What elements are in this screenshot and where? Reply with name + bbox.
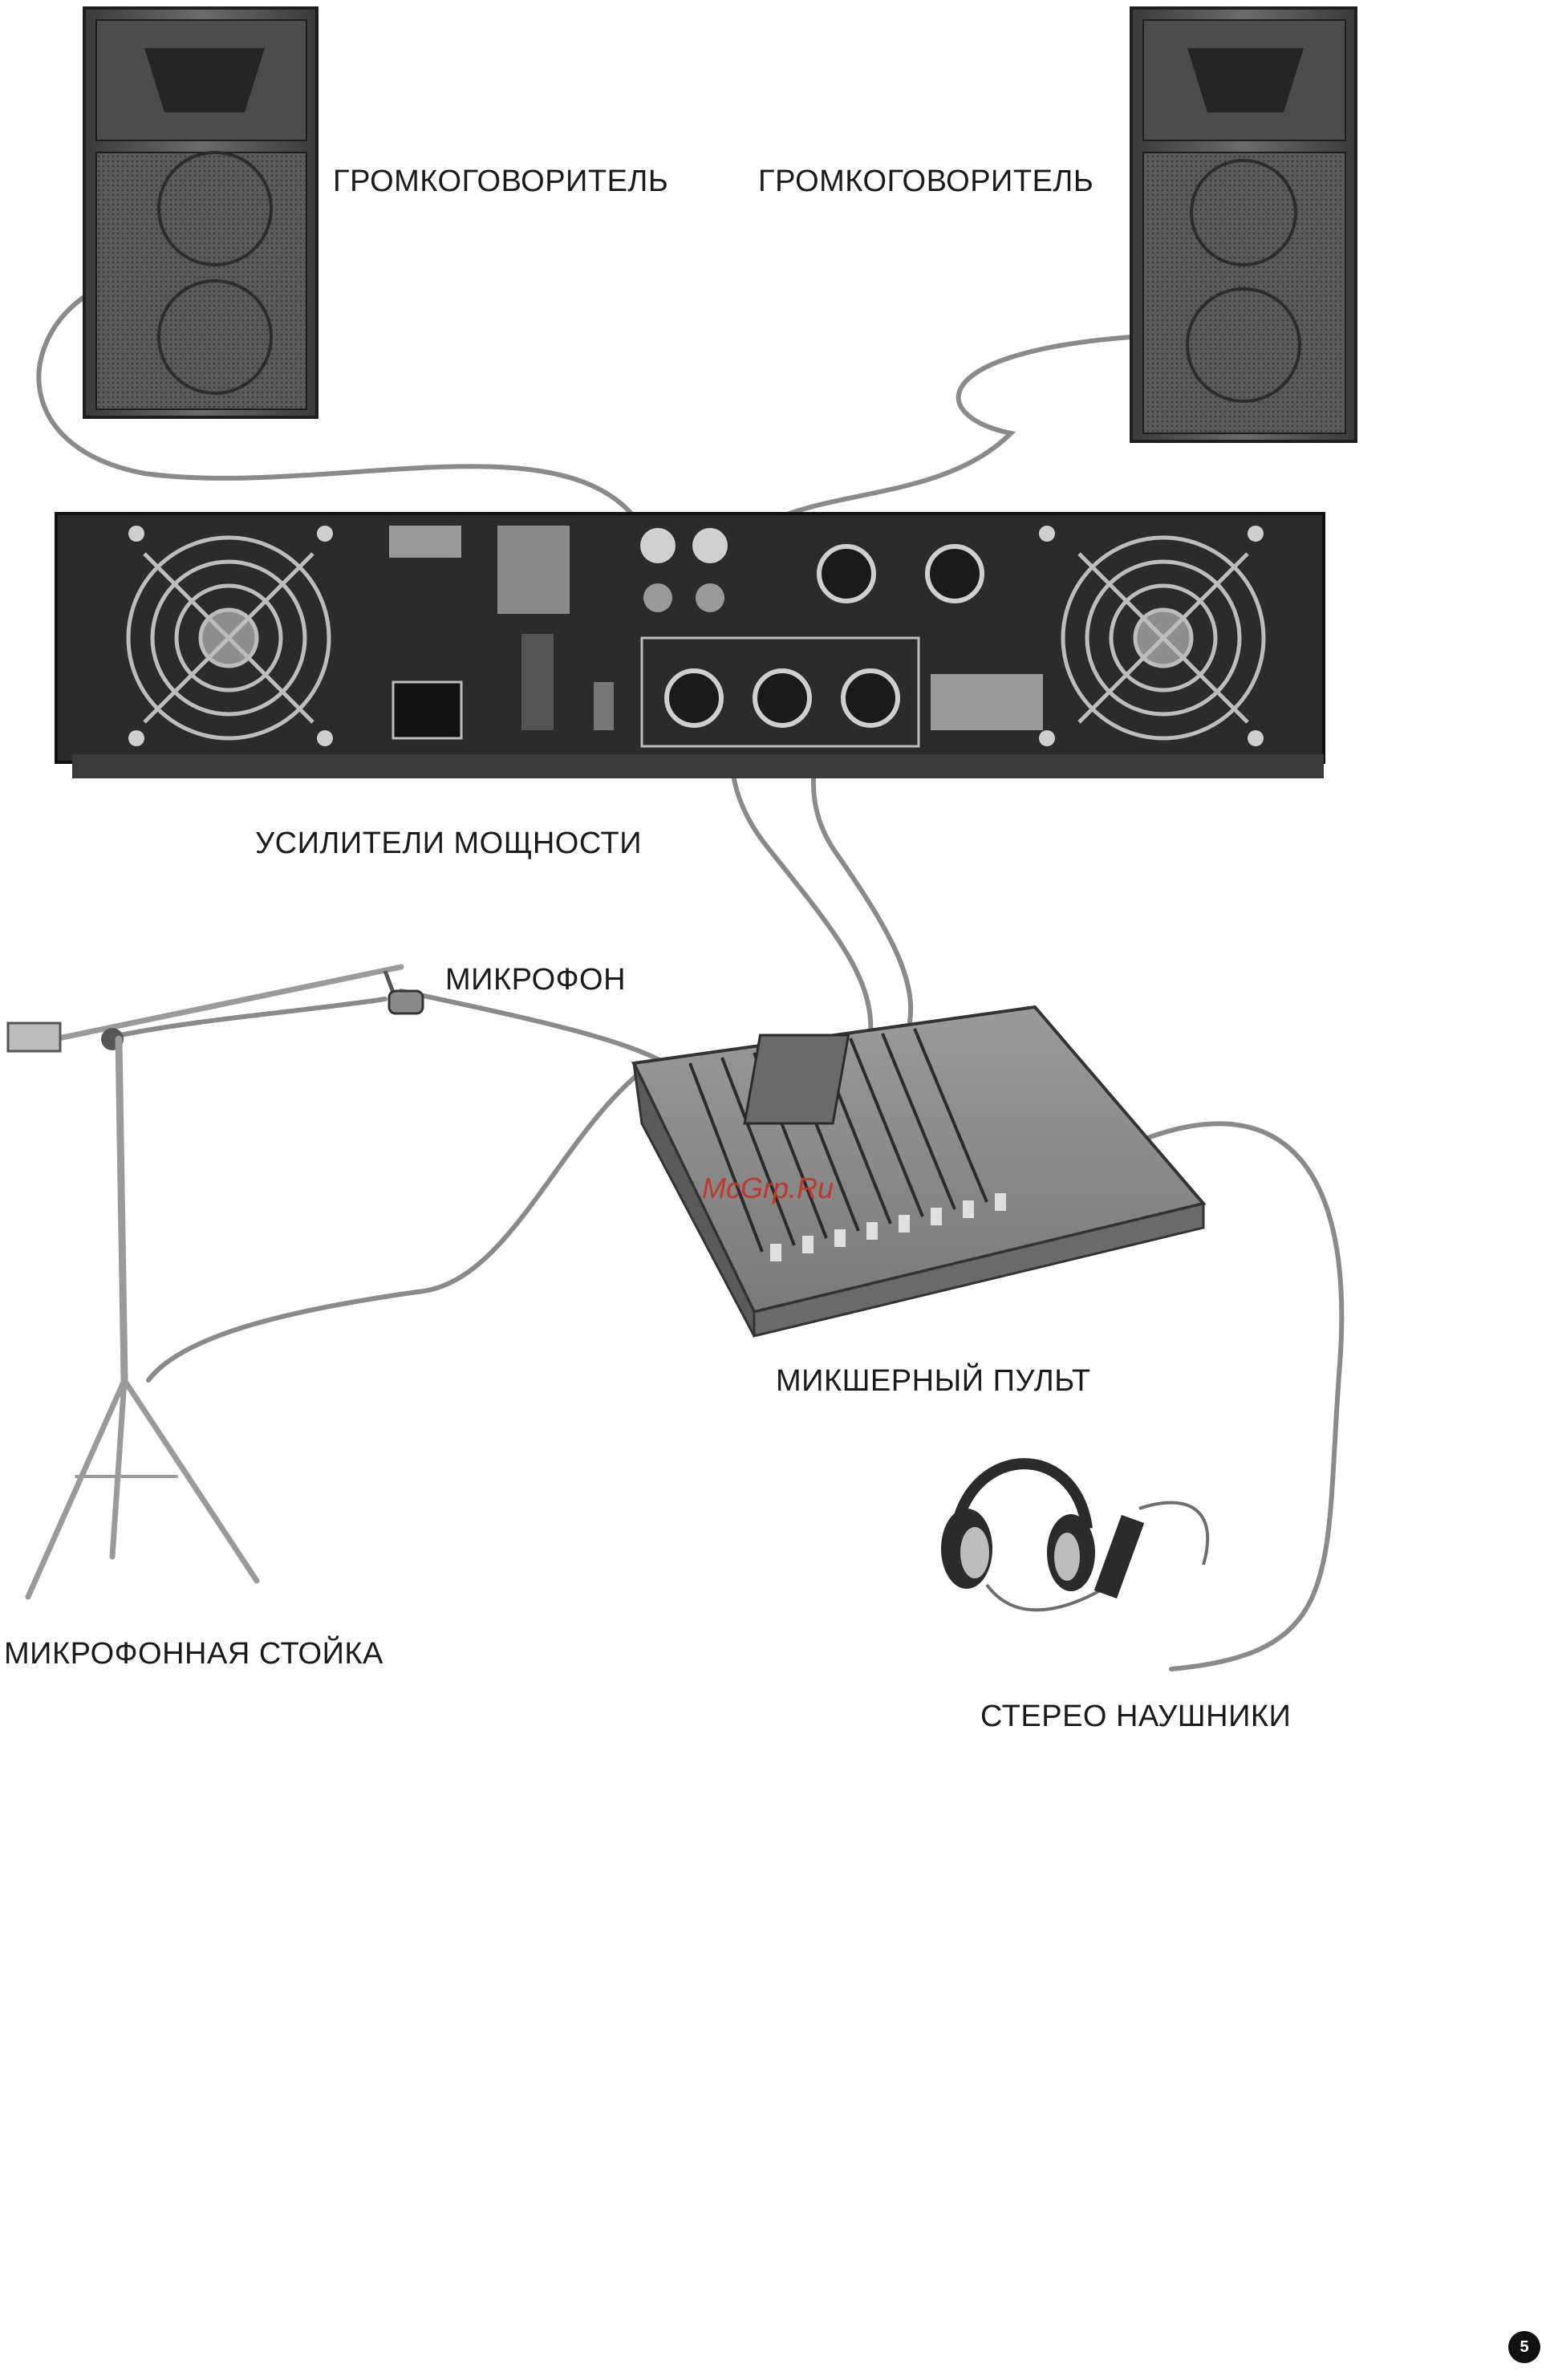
microphone-image bbox=[385, 971, 423, 1013]
speaker-right-image bbox=[1131, 8, 1356, 441]
label-loudspeaker-right: ГРОМКОГОВОРИТЕЛЬ bbox=[758, 164, 1093, 199]
label-stereo-headphones: СТЕРЕО НАУШНИКИ bbox=[980, 1700, 1291, 1734]
cables bbox=[39, 297, 1341, 1669]
label-power-amplifier: УСИЛИТЕЛИ МОЩНОСТИ bbox=[255, 827, 642, 861]
label-loudspeaker-left: ГРОМКОГОВОРИТЕЛЬ bbox=[333, 164, 668, 199]
label-microphone-stand: МИКРОФОННАЯ СТОЙКА bbox=[4, 1637, 383, 1671]
watermark-text: McGrp.Ru bbox=[702, 1172, 834, 1205]
power-amplifier-image bbox=[56, 514, 1324, 778]
label-microphone: МИКРОФОН bbox=[445, 963, 626, 997]
headphones-image bbox=[941, 1464, 1207, 1610]
label-mixer-console: МИКШЕРНЫЙ ПУЛЬТ bbox=[776, 1364, 1091, 1399]
cable-right-speaker-to-amp bbox=[770, 337, 1131, 522]
cable-mic-to-mixer bbox=[148, 991, 658, 1380]
page-number: 5 bbox=[1508, 2331, 1540, 2363]
speaker-left-image bbox=[84, 8, 317, 417]
microphone-stand-image bbox=[8, 967, 401, 1597]
